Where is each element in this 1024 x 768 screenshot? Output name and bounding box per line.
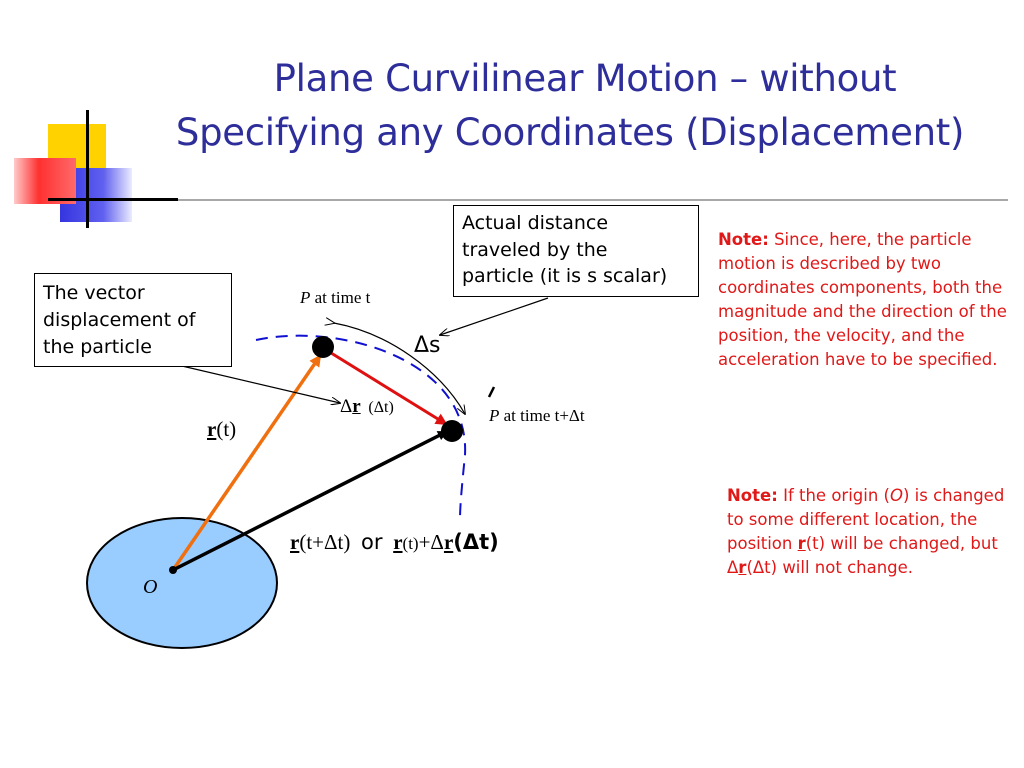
note-2-text-b: ) is changed to some different location,… xyxy=(727,486,1005,553)
displacement-callout-pointer xyxy=(181,365,340,403)
note-2-label: Note: xyxy=(727,486,778,505)
label-p: P xyxy=(300,288,311,307)
point-p-at-t xyxy=(312,336,334,358)
note-2-text-c: (t) will be changed, but Δ xyxy=(727,534,998,577)
delta-symbol: Δ xyxy=(340,396,353,417)
particle-path xyxy=(255,334,467,521)
distance-callout-line-3: particle (it is s scalar) xyxy=(462,265,668,287)
note-1-label: Note: xyxy=(718,230,769,249)
label-r-t: r(t) xyxy=(207,417,236,442)
label-p-at-time-t-dt: P at time t+Δt xyxy=(489,406,585,426)
r-symbol-tdt: r xyxy=(290,530,300,554)
position-vector-t-dt xyxy=(172,430,448,572)
r-symbol-t: r xyxy=(207,417,217,441)
origin-region xyxy=(86,517,278,649)
displacement-callout-line-2: displacement of xyxy=(43,309,196,331)
tick-mark xyxy=(487,386,496,398)
label-delta-s: Δs xyxy=(414,333,441,358)
decor-horizontal-line xyxy=(48,198,178,201)
distance-callout-line-1: Actual distance xyxy=(462,212,609,234)
origin-point xyxy=(169,566,177,574)
r-vector-symbol: r xyxy=(352,396,361,417)
r-symbol-2: r xyxy=(393,530,403,554)
label-dt: (Δt) xyxy=(368,399,394,416)
title-underline xyxy=(178,199,1008,201)
label-at-time-t-dt: at time t+Δt xyxy=(499,406,585,425)
slide-title: Plane Curvilinear Motion – without Speci… xyxy=(120,52,1020,160)
note-origin: Note: If the origin (O) is changed to so… xyxy=(727,484,1017,580)
decor-red-square xyxy=(14,158,76,204)
displacement-callout-line-1: The vector xyxy=(43,282,145,304)
note-2-text-d: (Δt) will not change. xyxy=(746,558,914,577)
distance-callout-line-2: traveled by the xyxy=(462,238,608,261)
point-p-at-t-dt xyxy=(441,420,463,442)
label-tdt-arg: (t+Δt) xyxy=(299,530,351,554)
note-2-r2: r xyxy=(738,558,747,577)
title-line-1: Plane Curvilinear Motion – without xyxy=(273,57,897,100)
note-2-text-a: If the origin ( xyxy=(777,486,890,505)
note-2-o: O xyxy=(889,486,903,505)
distance-callout-box: Actual distance traveled by the particle… xyxy=(453,205,699,297)
label-p-2: P xyxy=(489,406,500,425)
label-p-at-time-t: P at time t xyxy=(300,288,370,308)
label-or: or xyxy=(361,530,383,554)
displacement-callout-box: The vector displacement of the particle xyxy=(34,273,232,367)
label-dt-bold: (Δt) xyxy=(453,530,499,554)
label-at-time-t: at time t xyxy=(310,288,371,307)
label-origin: O xyxy=(143,576,158,598)
note-1-text: Since, here, the particle motion is desc… xyxy=(718,230,1007,369)
distance-callout-pointer xyxy=(440,297,549,335)
label-r-t-dt: r(t+Δt) or r(t)+Δr(Δt) xyxy=(290,530,499,555)
displacement-callout-line-3: the particle xyxy=(43,336,152,358)
label-plus-delta: +Δ xyxy=(418,530,444,554)
displacement-vector xyxy=(322,346,448,426)
label-t-small: (t) xyxy=(402,534,419,553)
delta-s-arc xyxy=(334,323,465,414)
label-delta-r: Δr (Δt) xyxy=(340,396,394,418)
title-line-2: Specifying any Coordinates (Displacement… xyxy=(175,111,965,154)
position-vector-t xyxy=(171,354,322,571)
note-coordinates: Note: Since, here, the particle motion i… xyxy=(718,228,1008,372)
decor-vertical-line xyxy=(86,110,89,228)
r-symbol-3: r xyxy=(443,530,454,554)
note-2-r: r xyxy=(797,534,806,553)
label-t-arg: (t) xyxy=(216,417,237,441)
